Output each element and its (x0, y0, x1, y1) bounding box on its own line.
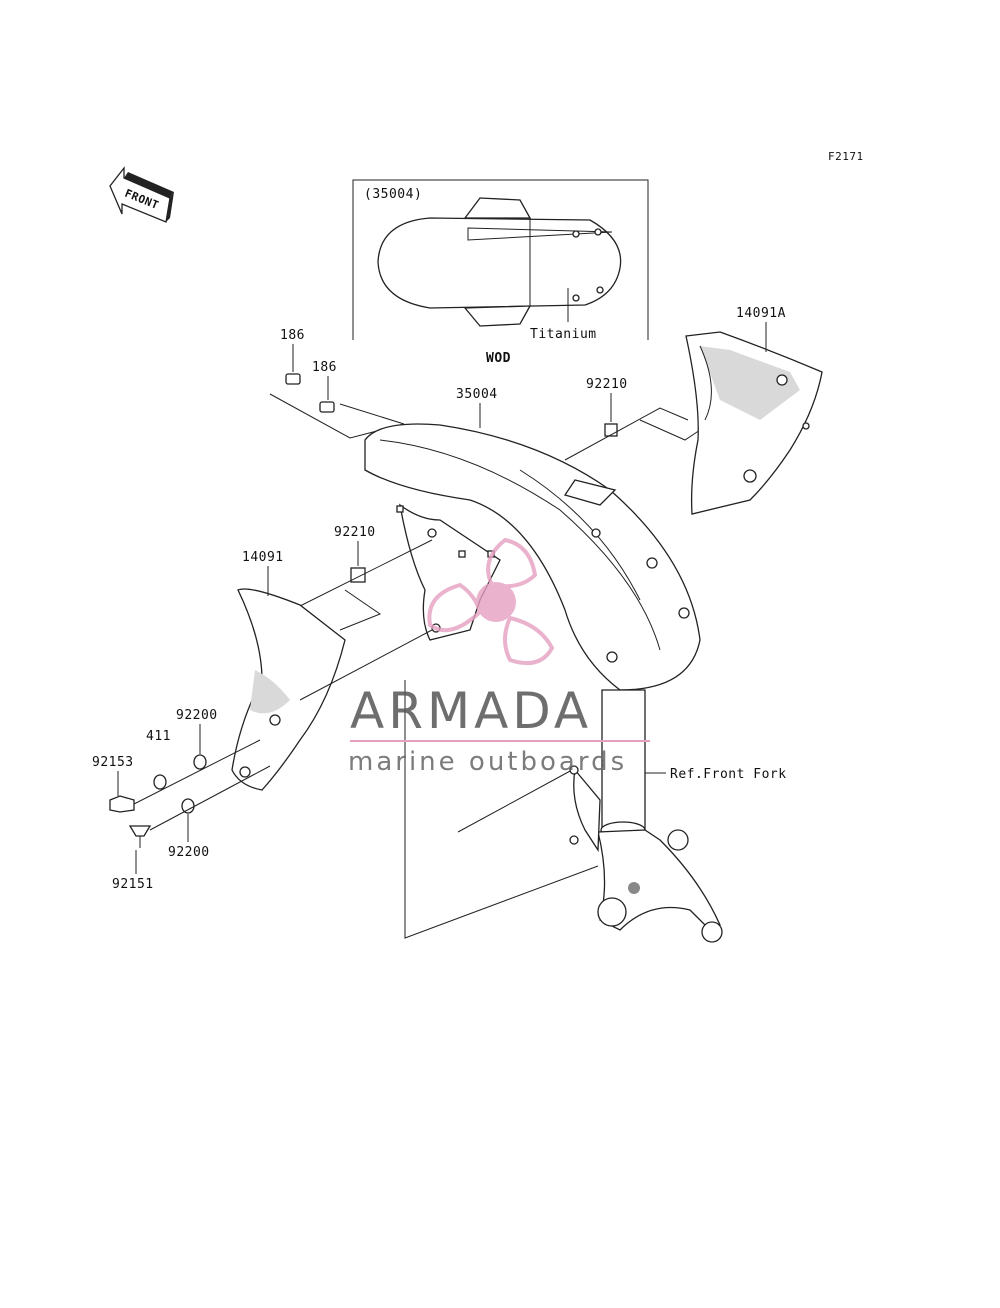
figure-code: F2171 (828, 150, 864, 163)
front-arrow-icon: FRONT (109, 166, 174, 223)
screw-186-icon (285, 373, 335, 413)
label-14091: 14091 (242, 550, 284, 565)
label-186-a: 186 (280, 328, 305, 343)
clip-92210-icon (604, 423, 618, 437)
label-92153: 92153 (92, 755, 134, 770)
front-fork-part (404, 680, 723, 943)
label-186-b: 186 (312, 360, 337, 375)
label-92200-b: 92200 (168, 845, 210, 860)
inset-variant-box: (35004) Titanium WOD (352, 179, 649, 366)
label-92210-b: 92210 (334, 525, 376, 540)
label-14091A: 14091A (736, 306, 786, 321)
inset-material-note: Titanium (530, 327, 597, 342)
inset-part-number: (35004) (364, 187, 422, 202)
front-fender-part (364, 423, 701, 691)
label-92210-a: 92210 (586, 377, 628, 392)
label-ref-front-fork: Ref.Front Fork (670, 767, 787, 782)
cover-right-part (685, 331, 823, 515)
label-92200-a: 92200 (176, 708, 218, 723)
inset-variant-code: WOD (486, 351, 511, 366)
label-411: 411 (146, 729, 171, 744)
armada-watermark: ARMADA marine outboards (348, 537, 650, 777)
watermark-tagline: marine outboards (348, 747, 627, 777)
watermark-brand: ARMADA (350, 682, 592, 740)
label-92151: 92151 (112, 877, 154, 892)
label-35004: 35004 (456, 387, 498, 402)
propeller-logo-icon (427, 537, 555, 665)
bolt-icon (109, 795, 152, 848)
cover-left-part (231, 588, 346, 791)
